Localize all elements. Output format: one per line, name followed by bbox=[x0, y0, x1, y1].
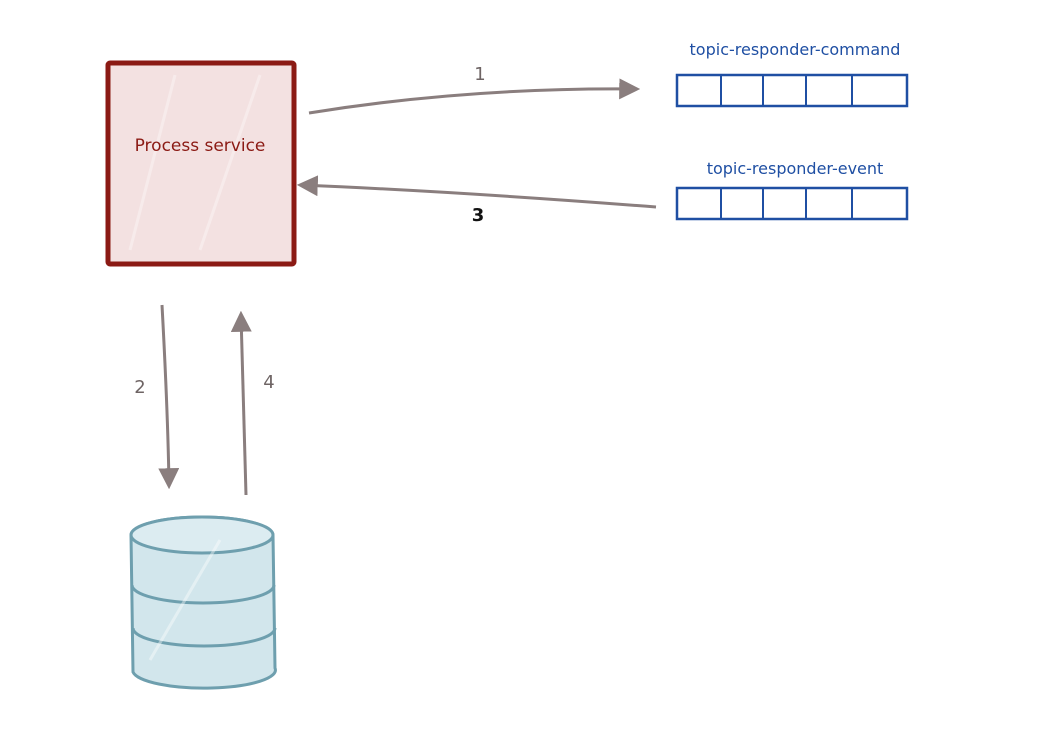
arrow-step-2-label: 2 bbox=[134, 377, 145, 398]
arrow-step-3-line bbox=[296, 175, 657, 209]
arrow-step-4-line bbox=[230, 310, 252, 496]
process-service-box bbox=[105, 60, 297, 267]
arrow-step-4-label: 4 bbox=[263, 372, 274, 393]
process-service-shading bbox=[128, 74, 177, 251]
arrow-step-1-line bbox=[308, 78, 641, 115]
topic-event-label: topic-responder-event bbox=[707, 159, 884, 178]
topic-command-queue[interactable]: topic-responder-command bbox=[675, 40, 909, 108]
database-band bbox=[131, 627, 277, 648]
process-service-node[interactable]: Process service bbox=[105, 60, 297, 267]
topic-event-queue[interactable]: topic-responder-event bbox=[675, 159, 909, 221]
arrow-step-2-line bbox=[158, 304, 180, 490]
arrow-step-1-label: 1 bbox=[474, 64, 485, 85]
arrow-step-2[interactable]: 2 bbox=[134, 304, 180, 490]
process-service-shading bbox=[198, 74, 262, 251]
topic-command-box bbox=[675, 73, 909, 108]
topic-command-label: topic-responder-command bbox=[690, 40, 901, 59]
arrow-step-3[interactable]: 3 bbox=[296, 175, 657, 226]
topic-event-box bbox=[675, 186, 909, 221]
process-service-label: Process service bbox=[135, 136, 266, 156]
database-node[interactable] bbox=[129, 515, 277, 690]
arrow-step-4[interactable]: 4 bbox=[230, 310, 275, 496]
arrow-step-1[interactable]: 1 bbox=[308, 64, 641, 115]
database-shading bbox=[148, 539, 222, 661]
arrow-step-3-label: 3 bbox=[472, 205, 485, 226]
database-band bbox=[130, 584, 276, 605]
database-top bbox=[129, 515, 275, 555]
